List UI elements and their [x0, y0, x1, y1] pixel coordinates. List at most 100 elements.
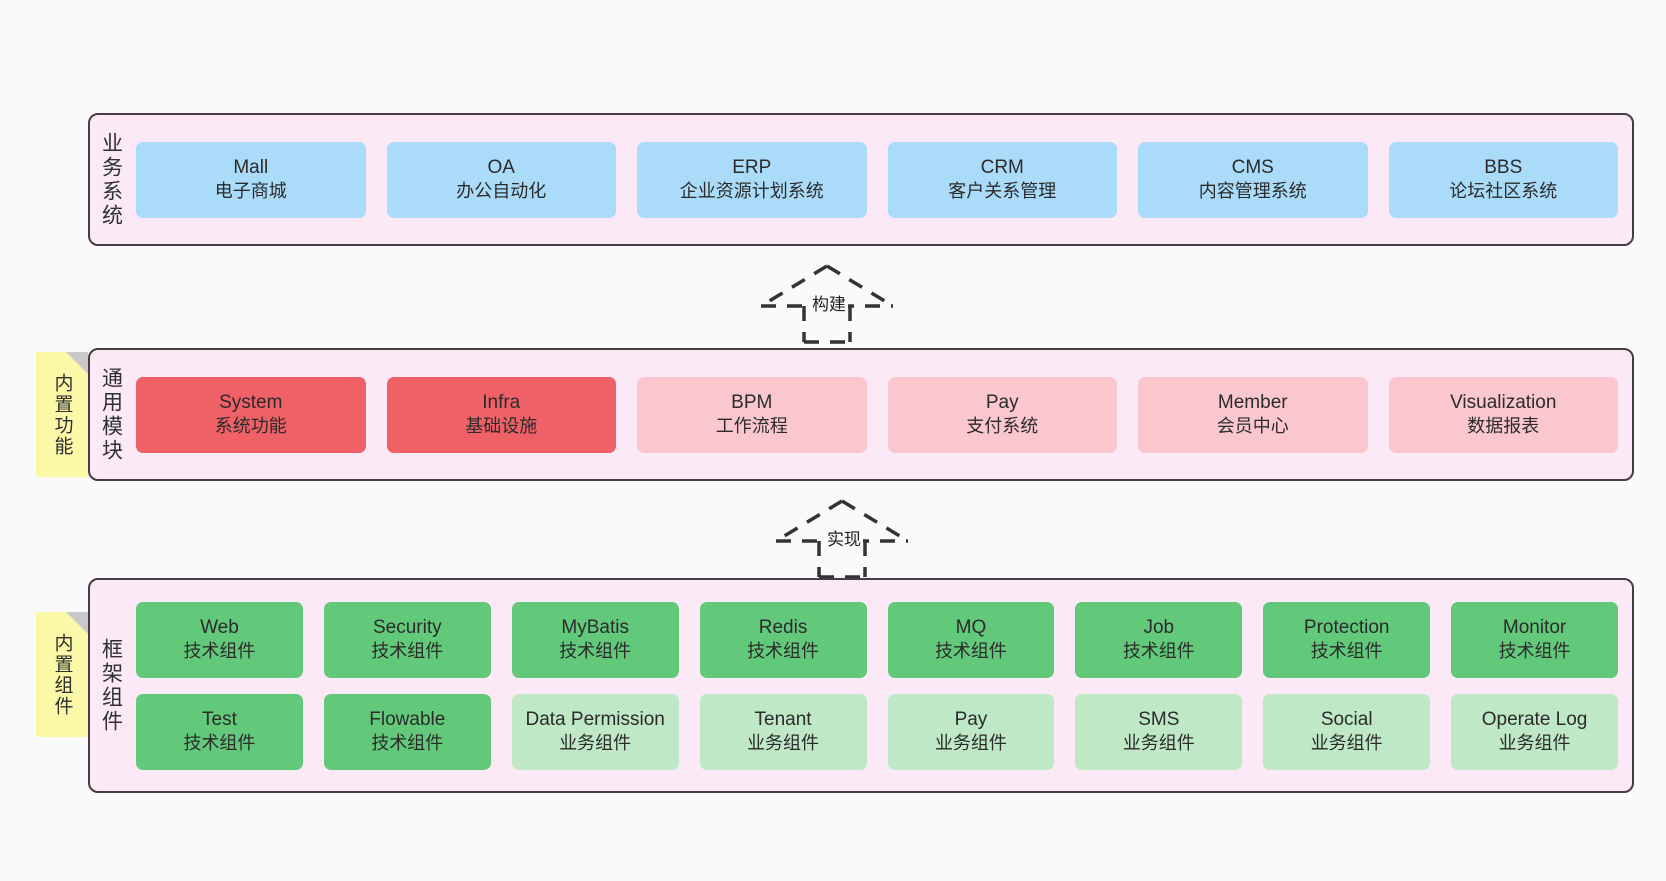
row-business: Mall 电子商城 OA 办公自动化 ERP 企业资源计划系统 CRM 客户关系管理 CMS 内容… — [136, 141, 1618, 218]
component-card-subtitle: 企业资源计划系统 — [679, 181, 824, 202]
component-card-subtitle: 数据报表 — [1467, 416, 1540, 437]
component-card[interactable]: OA 办公自动化 — [386, 141, 616, 218]
component-card-subtitle: 技术组件 — [371, 641, 444, 662]
component-card-subtitle: 论坛社区系统 — [1449, 181, 1558, 202]
component-card[interactable]: CMS 内容管理系统 — [1138, 141, 1368, 218]
component-card-title: SMS — [1138, 708, 1180, 730]
component-card[interactable]: Data Permission 业务组件 — [511, 693, 679, 770]
component-card-title: Mall — [233, 156, 269, 178]
component-card-title: CRM — [980, 156, 1024, 178]
component-card-subtitle: 技术组件 — [1498, 641, 1571, 662]
component-card[interactable]: Redis 技术组件 — [699, 601, 867, 678]
component-card-subtitle: 技术组件 — [559, 641, 632, 662]
component-card-title: ERP — [732, 156, 772, 178]
component-card[interactable]: BPM 工作流程 — [637, 376, 867, 453]
component-card[interactable]: ERP 企业资源计划系统 — [637, 141, 867, 218]
component-card[interactable]: Member 会员中心 — [1138, 376, 1368, 453]
arrow-implement-label: 实现 — [825, 530, 863, 549]
component-card-title: System — [219, 391, 283, 413]
component-card[interactable]: Pay 业务组件 — [887, 693, 1055, 770]
component-card-subtitle: 电子商城 — [214, 181, 287, 202]
component-card-subtitle: 会员中心 — [1216, 416, 1289, 437]
component-card[interactable]: Security 技术组件 — [323, 601, 491, 678]
component-card-subtitle: 业务组件 — [559, 733, 632, 754]
component-card[interactable]: MyBatis 技术组件 — [511, 601, 679, 678]
component-card[interactable]: Operate Log 业务组件 — [1451, 693, 1618, 770]
arrow-build-label: 构建 — [810, 295, 848, 314]
component-card-title: BPM — [731, 391, 773, 413]
component-card-subtitle: 基础设施 — [465, 416, 538, 437]
component-card-title: Protection — [1303, 616, 1390, 638]
component-card-subtitle: 技术组件 — [183, 641, 256, 662]
component-card-title: MyBatis — [561, 616, 629, 638]
component-card[interactable]: BBS 论坛社区系统 — [1388, 141, 1618, 218]
layer-business-systems: 业务系统 Mall 电子商城 OA 办公自动化 ERP 企业资源计划系统 CRM 客户关系管理… — [88, 113, 1634, 246]
layer-title-common-modules: 通用模块 — [99, 366, 123, 463]
sticky-fold-corner-icon — [66, 612, 88, 634]
sticky-note-builtin-features: 内置功能 — [36, 352, 88, 477]
component-card[interactable]: CRM 客户关系管理 — [887, 141, 1117, 218]
sticky-note-builtin-components: 内置组件 — [36, 612, 88, 737]
component-card-subtitle: 业务组件 — [1310, 733, 1383, 754]
component-card-subtitle: 业务组件 — [934, 733, 1007, 754]
component-card-subtitle: 客户关系管理 — [948, 181, 1057, 202]
component-card[interactable]: Social 业务组件 — [1263, 693, 1431, 770]
component-card-subtitle: 业务组件 — [747, 733, 820, 754]
component-card-subtitle: 技术组件 — [183, 733, 256, 754]
component-card-title: Pay — [954, 708, 988, 730]
arrow-implement: 实现 — [772, 497, 912, 579]
layer-title-framework-components: 框架组件 — [99, 637, 123, 734]
component-card[interactable]: MQ 技术组件 — [887, 601, 1055, 678]
component-card-title: CMS — [1231, 156, 1274, 178]
component-card[interactable]: Tenant 业务组件 — [699, 693, 867, 770]
component-card[interactable]: Flowable 技术组件 — [323, 693, 491, 770]
component-card-subtitle: 技术组件 — [1310, 641, 1383, 662]
component-card-subtitle: 技术组件 — [371, 733, 444, 754]
component-card-subtitle: 技术组件 — [1122, 641, 1195, 662]
component-card-subtitle: 办公自动化 — [456, 181, 547, 202]
component-card-title: Pay — [985, 391, 1019, 413]
component-card-subtitle: 内容管理系统 — [1198, 181, 1307, 202]
arrow-build: 构建 — [757, 262, 897, 344]
component-card-title: MQ — [955, 616, 987, 638]
component-card-title: Operate Log — [1481, 708, 1588, 730]
component-card-title: Social — [1320, 708, 1373, 730]
component-card-subtitle: 业务组件 — [1498, 733, 1571, 754]
layer-body-business-systems: Mall 电子商城 OA 办公自动化 ERP 企业资源计划系统 CRM 客户关系管理 CMS 内容… — [132, 115, 1632, 244]
component-card-title: Security — [372, 616, 442, 638]
component-card-subtitle: 技术组件 — [747, 641, 820, 662]
component-card-title: Tenant — [754, 708, 812, 730]
component-card[interactable]: Monitor 技术组件 — [1451, 601, 1618, 678]
component-card-subtitle: 技术组件 — [934, 641, 1007, 662]
component-card-title: Data Permission — [525, 708, 665, 730]
component-card-title: Monitor — [1502, 616, 1567, 638]
component-card-subtitle: 工作流程 — [715, 416, 788, 437]
component-card-title: OA — [487, 156, 515, 178]
sticky-note-label-builtin-features: 内置功能 — [51, 372, 73, 457]
component-card-title: BBS — [1484, 156, 1523, 178]
component-card-title: Web — [200, 616, 239, 638]
component-card-title: Member — [1217, 391, 1288, 413]
component-card-title: Flowable — [369, 708, 446, 730]
layer-title-business-systems: 业务系统 — [99, 131, 123, 228]
component-card[interactable]: Protection 技术组件 — [1263, 601, 1431, 678]
component-card[interactable]: Web 技术组件 — [136, 601, 303, 678]
component-card-title: Redis — [758, 616, 808, 638]
component-card[interactable]: Infra 基础设施 — [386, 376, 616, 453]
component-card-title: Infra — [482, 391, 521, 413]
component-card[interactable]: Visualization 数据报表 — [1388, 376, 1618, 453]
component-card[interactable]: Mall 电子商城 — [136, 141, 366, 218]
component-card-title: Visualization — [1450, 391, 1557, 413]
